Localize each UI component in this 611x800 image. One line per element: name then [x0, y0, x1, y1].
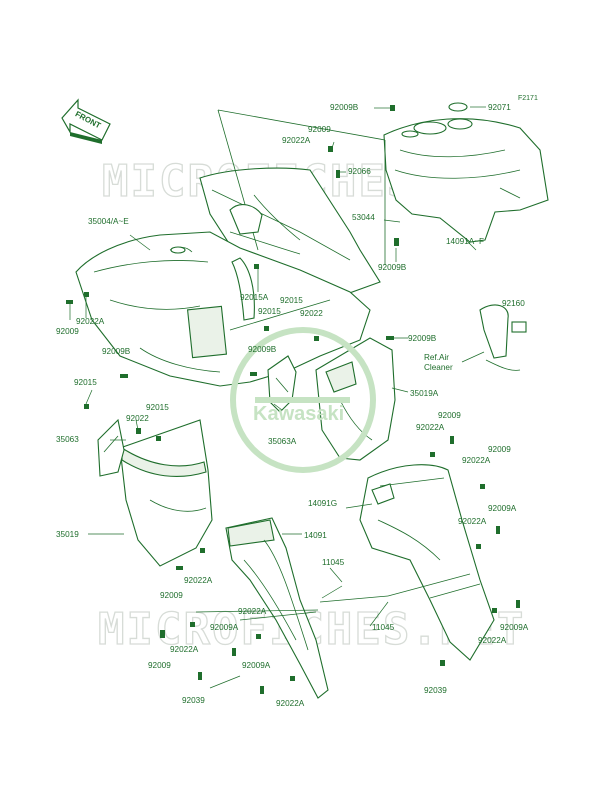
inner-fender-14091	[225, 517, 329, 699]
label-92022A-r1: 92022A	[416, 423, 445, 432]
label-92160: 92160	[502, 299, 525, 308]
label-92009-c1: 92009	[160, 591, 183, 600]
label-92009-left: 92009	[56, 327, 79, 336]
label-92022A-r3: 92022A	[458, 517, 487, 526]
label-92009A-c2: 92009A	[242, 661, 271, 670]
label-11045-bottom: 11045	[372, 623, 395, 632]
label-92009-top: 92009	[308, 125, 331, 134]
label-35063: 35063	[56, 435, 79, 444]
label-92022A-r2: 92022A	[462, 456, 491, 465]
label-92022-lower: 92022	[126, 414, 149, 423]
label-92009B-mid: 92009B	[378, 263, 407, 272]
label-14091AF: 14091A~F	[446, 237, 484, 246]
label-92039-right: 92039	[424, 686, 447, 695]
label-92022A-c3: 92022A	[170, 645, 199, 654]
label-92009A-r1: 92009A	[488, 504, 517, 513]
label-92022-mid: 92022	[300, 309, 323, 318]
air-cleaner-part-92160	[479, 304, 527, 371]
ref-air-cleaner-note: Ref.Air Cleaner	[424, 351, 485, 372]
label-53044: 53044	[352, 213, 375, 222]
splash-panel-35019A	[315, 337, 396, 461]
bracket-35063	[97, 418, 125, 477]
svg-text:Kawasaki: Kawasaki	[253, 403, 344, 425]
leader-lines	[69, 106, 486, 689]
label-92009B-left: 92009B	[102, 347, 131, 356]
label-92071: 92071	[488, 103, 511, 112]
part-labels: 92009B 92071 92009 92022A 92066 53044 92…	[56, 103, 529, 708]
label-92022A-c1: 92022A	[184, 576, 213, 585]
label-92022A-r4: 92022A	[478, 636, 507, 645]
label-11045-top: 11045	[322, 558, 345, 567]
figure-code: F2171	[518, 95, 538, 102]
front-arrow-icon: FRONT	[61, 98, 111, 144]
rod-11045	[319, 573, 471, 603]
label-92015-left: 92015	[74, 378, 97, 387]
label-92009B-right: 92009B	[408, 334, 437, 343]
rear-fender-assembly	[199, 109, 386, 301]
label-14091G: 14091G	[308, 499, 337, 508]
label-14091: 14091	[304, 531, 327, 540]
label-92066: 92066	[348, 167, 371, 176]
panel-35019	[119, 419, 213, 567]
label-92009-c2: 92009	[148, 661, 171, 670]
kawasaki-logo: Kawasaki	[230, 327, 376, 473]
fasteners	[66, 105, 520, 694]
cap-92071	[448, 102, 468, 112]
label-35019: 35019	[56, 530, 79, 539]
label-35019A: 35019A	[410, 389, 439, 398]
label-92015-b: 92015	[258, 307, 281, 316]
label-92009B-top: 92009B	[330, 103, 359, 112]
label-35004: 35004/A~E	[88, 217, 129, 226]
label-35063A: 35063A	[268, 437, 297, 446]
label-92009A-r2: 92009A	[500, 623, 529, 632]
label-92009B-center: 92009B	[248, 345, 277, 354]
label-92022A-left: 92022A	[76, 317, 105, 326]
label-92009-r2: 92009	[488, 445, 511, 454]
front-fender-35004	[75, 231, 371, 387]
label-92015-lower: 92015	[146, 403, 169, 412]
svg-text:Ref.Air: Ref.Air	[424, 353, 449, 362]
label-92022A-c2: 92022A	[238, 607, 267, 616]
svg-text:Cleaner: Cleaner	[424, 363, 453, 372]
label-92009A-c1: 92009A	[210, 623, 239, 632]
label-92022A-top: 92022A	[282, 136, 311, 145]
label-92009-r1: 92009	[438, 411, 461, 420]
label-92022A-bottom: 92022A	[276, 699, 305, 708]
label-92015-a: 92015	[280, 296, 303, 305]
label-92039-left: 92039	[182, 696, 205, 705]
label-92015A: 92015A	[240, 293, 269, 302]
tank-cover-14091A	[383, 102, 549, 243]
